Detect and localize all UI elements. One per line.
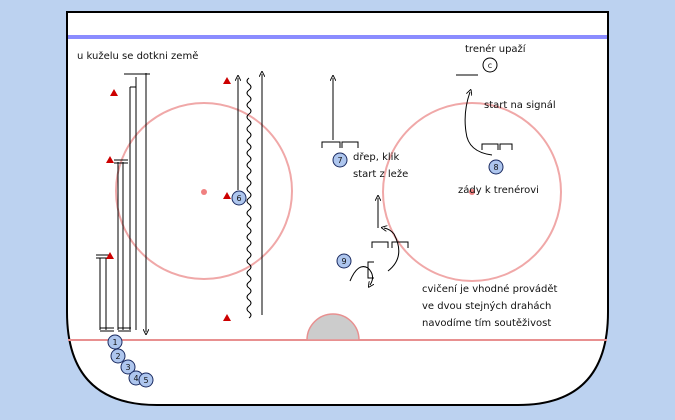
- label-squat-kneel: dřep, klik: [353, 152, 400, 163]
- faceoff-spot-right: [469, 189, 475, 195]
- faceoff-circle-left: [115, 102, 293, 280]
- faceoff-spot-left: [201, 189, 207, 195]
- cone-icon: [223, 314, 231, 321]
- player-number: 2: [115, 352, 120, 361]
- player-6-icon: 6: [231, 190, 247, 206]
- player-number: 4: [133, 374, 138, 383]
- player-8-icon: 8: [488, 159, 504, 175]
- label-cone-touch: u kuželu se dotkni země: [77, 51, 199, 62]
- cone-icon: [223, 77, 231, 84]
- squat-drill-marks: [321, 78, 409, 285]
- faceoff-circle-right: [382, 102, 562, 282]
- player-number: 6: [236, 194, 241, 203]
- rink-outline: [66, 11, 609, 406]
- label-coach-raise: trenér upaží: [465, 44, 526, 55]
- player-number: 7: [337, 156, 342, 165]
- cone-icon: [106, 252, 114, 259]
- wavy-skating-path: [246, 77, 252, 319]
- note-line-1: cvičení je vhodné provádět: [422, 284, 558, 295]
- player-3-icon: 3: [120, 359, 136, 375]
- cone-icon: [223, 192, 231, 199]
- player-number: 1: [112, 338, 117, 347]
- note-line-3: navodíme tím soutěživost: [422, 318, 552, 329]
- label-start-lying: start z leže: [353, 169, 409, 180]
- goal-crease: [306, 313, 360, 341]
- coach-icon: [482, 57, 498, 73]
- player-9-icon: 9: [336, 253, 352, 269]
- coach-area: [456, 57, 513, 156]
- coach-letter: c: [488, 61, 492, 70]
- player-1-icon: 1: [107, 334, 123, 350]
- cone-icon: [110, 89, 118, 96]
- note-line-2: ve dvou stejných drahách: [422, 301, 552, 312]
- left-lane-paths: [96, 73, 262, 332]
- player-number: 8: [493, 163, 498, 172]
- player-number: 9: [341, 257, 346, 266]
- player-2-icon: 2: [110, 348, 126, 364]
- player-number: 5: [143, 376, 148, 385]
- label-back-to-coach: zády k trenérovi: [458, 185, 539, 196]
- cone-icon: [106, 156, 114, 163]
- cones: [106, 77, 231, 321]
- label-start-signal: start na signál: [484, 100, 556, 111]
- player-7-icon: 7: [332, 152, 348, 168]
- player-number: 3: [125, 363, 130, 372]
- player-5-icon: 5: [138, 372, 154, 388]
